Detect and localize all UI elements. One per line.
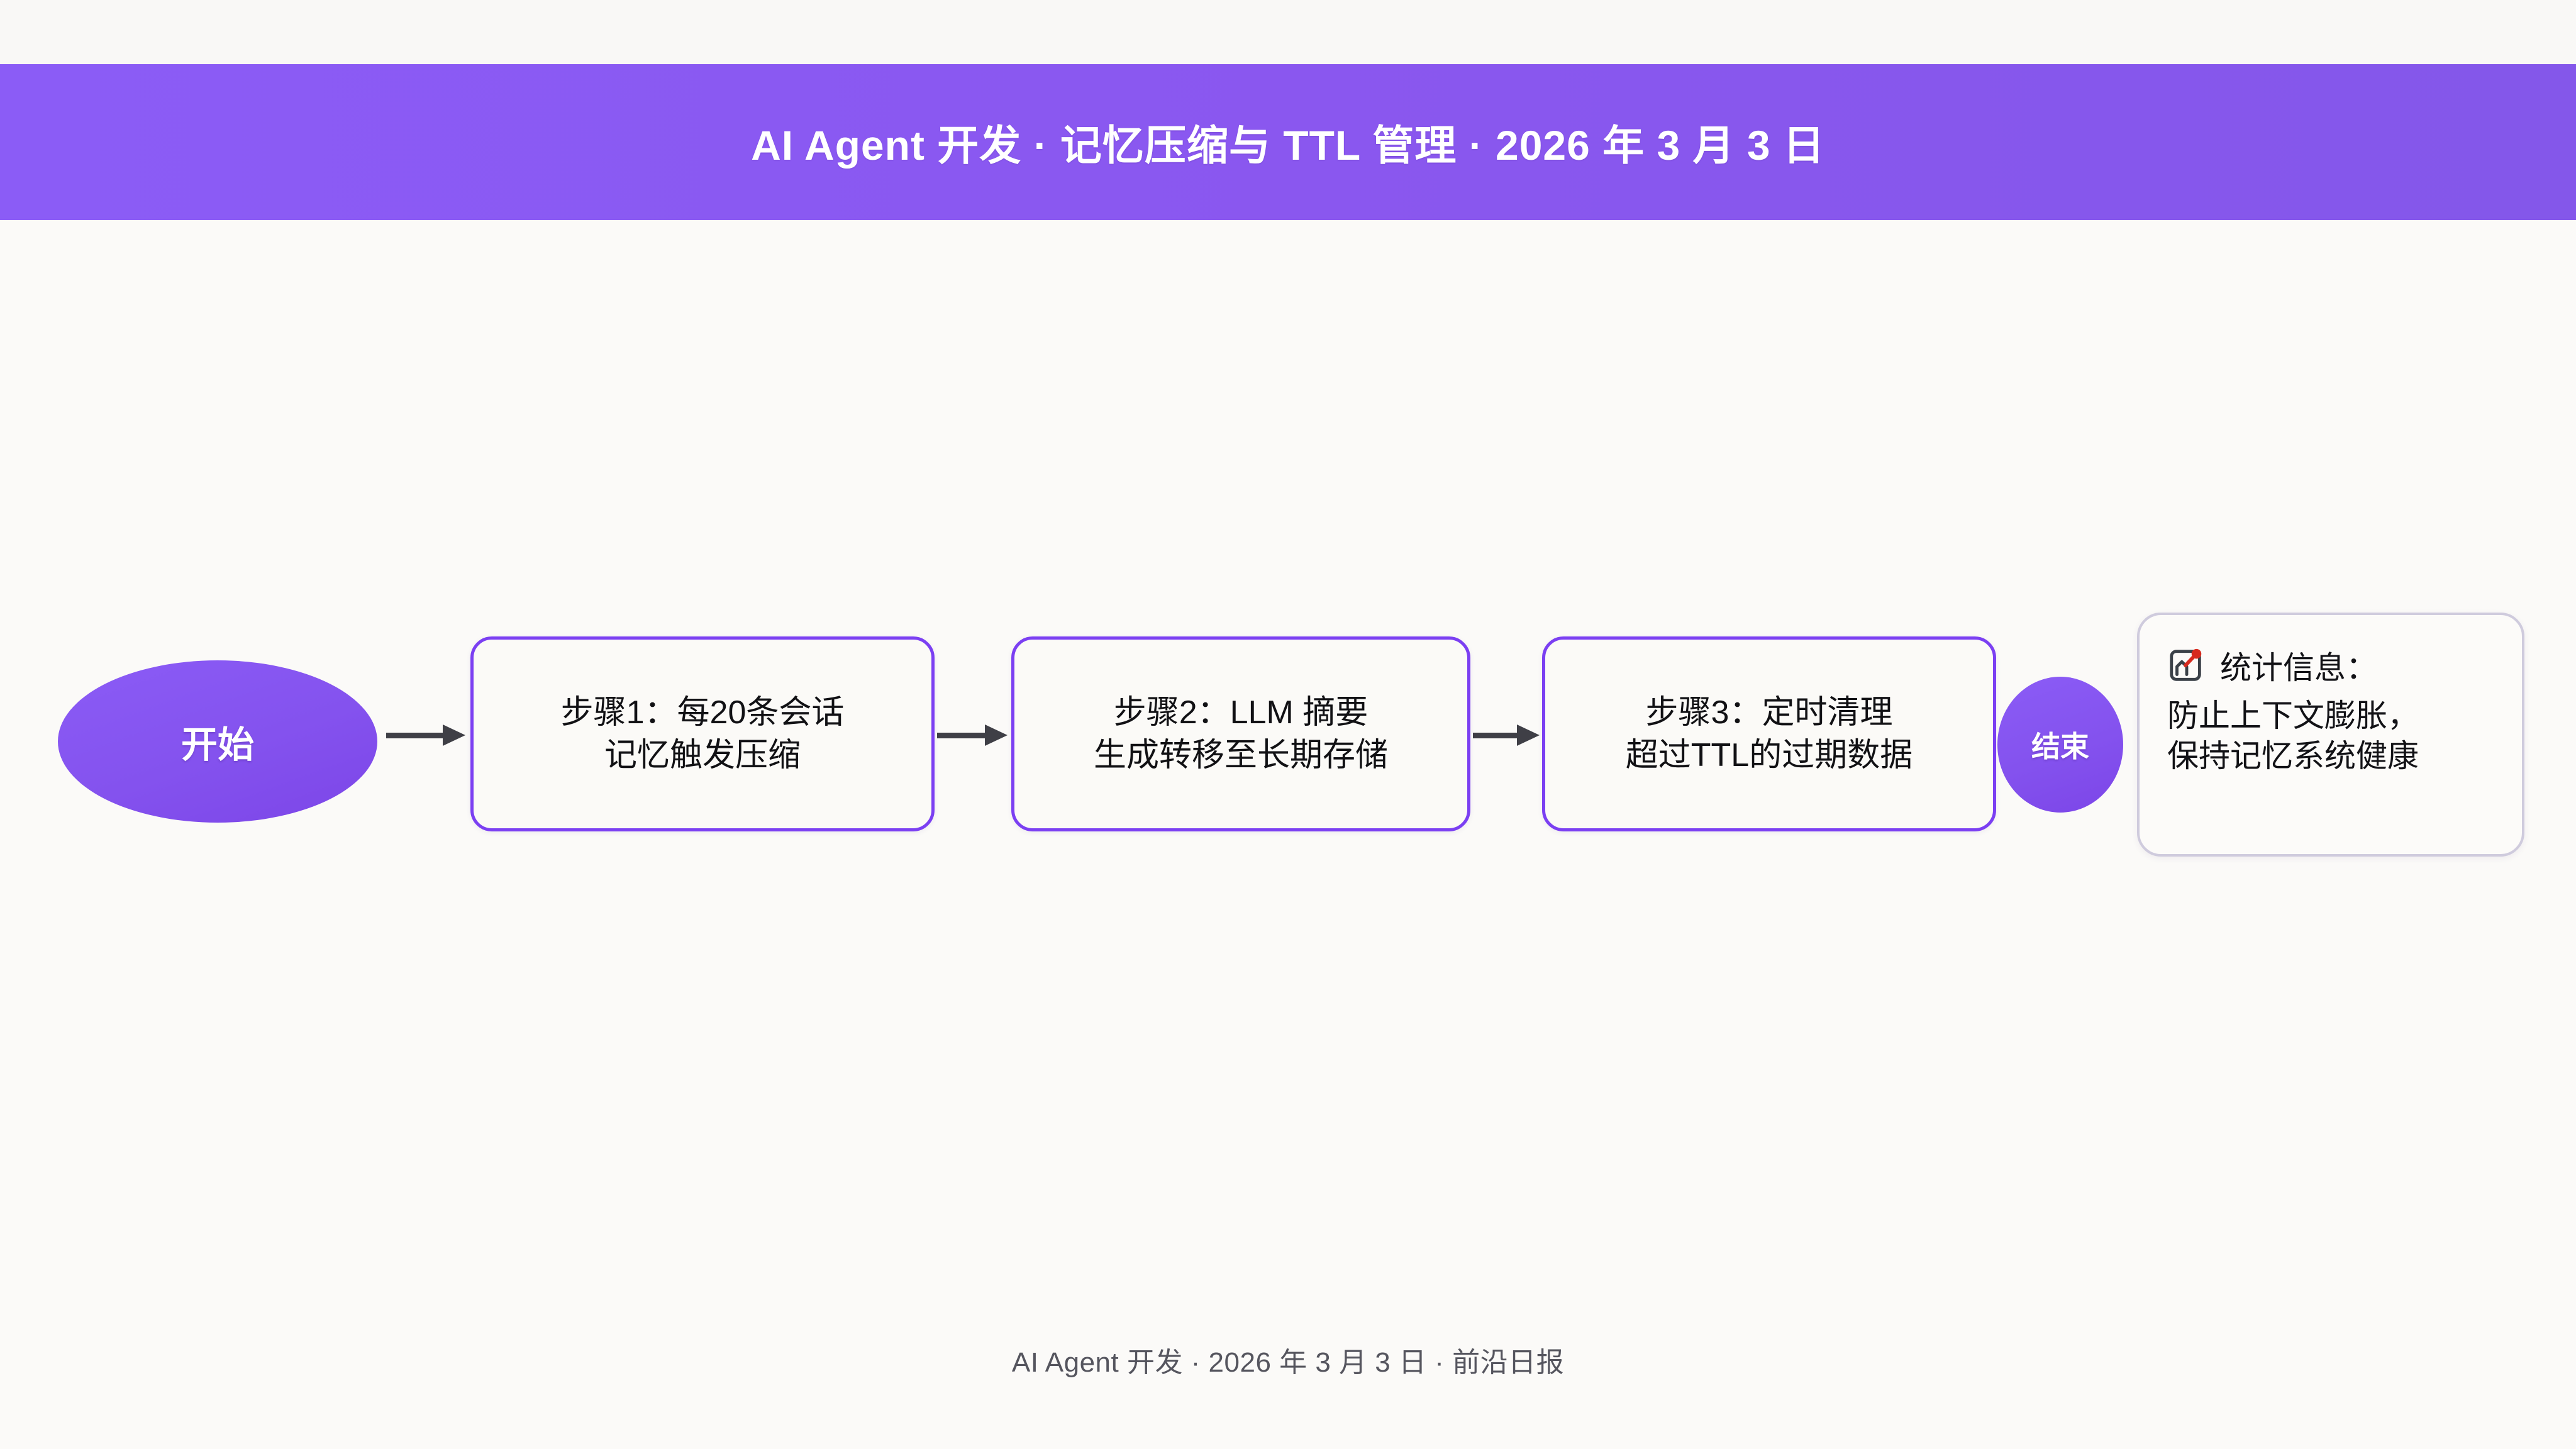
flow-arrow-start-to-step1 xyxy=(386,724,465,746)
arrow-head-icon xyxy=(985,724,1008,746)
flow-node-start-label: 开始 xyxy=(180,724,254,765)
flow-node-step3-line1: 步骤3：定时清理 xyxy=(1645,694,1893,731)
footer-text: AI Agent 开发 · 2026 年 3 月 3 日 · 前沿日报 xyxy=(1011,1347,1565,1378)
arrow-shaft xyxy=(937,733,986,738)
flow-node-step1[interactable]: 步骤1：每20条会话 记忆触发压缩 xyxy=(470,636,935,831)
flow-node-step2-line2: 生成转移至长期存储 xyxy=(1093,737,1388,774)
flow-arrow-step2-to-step3 xyxy=(1473,724,1540,746)
page-title: AI Agent 开发 · 记忆压缩与 TTL 管理 · 2026 年 3 月 … xyxy=(751,122,1825,169)
flow-node-step1-line1: 步骤1：每20条会话 xyxy=(560,694,845,731)
arrow-shaft xyxy=(1473,733,1518,738)
flow-node-end-label: 结束 xyxy=(2031,730,2089,763)
flow-node-step2[interactable]: 步骤2：LLM 摘要 生成转移至长期存储 xyxy=(1011,636,1470,831)
stats-panel-line2: 保持记忆系统健康 xyxy=(2167,738,2419,774)
flow-node-end[interactable]: 结束 xyxy=(1997,677,2123,813)
flow-node-step3-line2: 超过TTL的过期数据 xyxy=(1625,737,1913,774)
flow-node-step1-line2: 记忆触发压缩 xyxy=(604,737,801,774)
stats-note-panel: 统计信息： 防止上下文膨胀， 保持记忆系统健康 xyxy=(2137,613,2524,857)
flow-node-step2-line1: 步骤2：LLM 摘要 xyxy=(1113,694,1368,731)
stats-panel-title: 统计信息： xyxy=(2220,650,2377,686)
arrow-shaft xyxy=(386,733,444,738)
flow-node-step3[interactable]: 步骤3：定时清理 超过TTL的过期数据 xyxy=(1542,636,1996,831)
arrow-head-icon xyxy=(1517,724,1540,746)
header-banner: AI Agent 开发 · 记忆压缩与 TTL 管理 · 2026 年 3 月 … xyxy=(0,64,2576,220)
stats-panel-line1: 防止上下文膨胀， xyxy=(2167,698,2419,733)
flow-node-start[interactable]: 开始 xyxy=(58,660,377,823)
chart-increasing-icon xyxy=(2167,646,2206,685)
flow-diagram-canvas: 开始 步骤1：每20条会话 记忆触发压缩 步骤2：LLM 摘要 生成转移至长期存… xyxy=(0,220,2576,1327)
footer: AI Agent 开发 · 2026 年 3 月 3 日 · 前沿日报 xyxy=(0,1340,2576,1380)
arrow-head-icon xyxy=(443,724,465,746)
flow-arrow-step1-to-step2 xyxy=(937,724,1008,746)
top-strip xyxy=(0,0,2576,64)
stats-panel-header: 统计信息： xyxy=(2167,643,2498,688)
